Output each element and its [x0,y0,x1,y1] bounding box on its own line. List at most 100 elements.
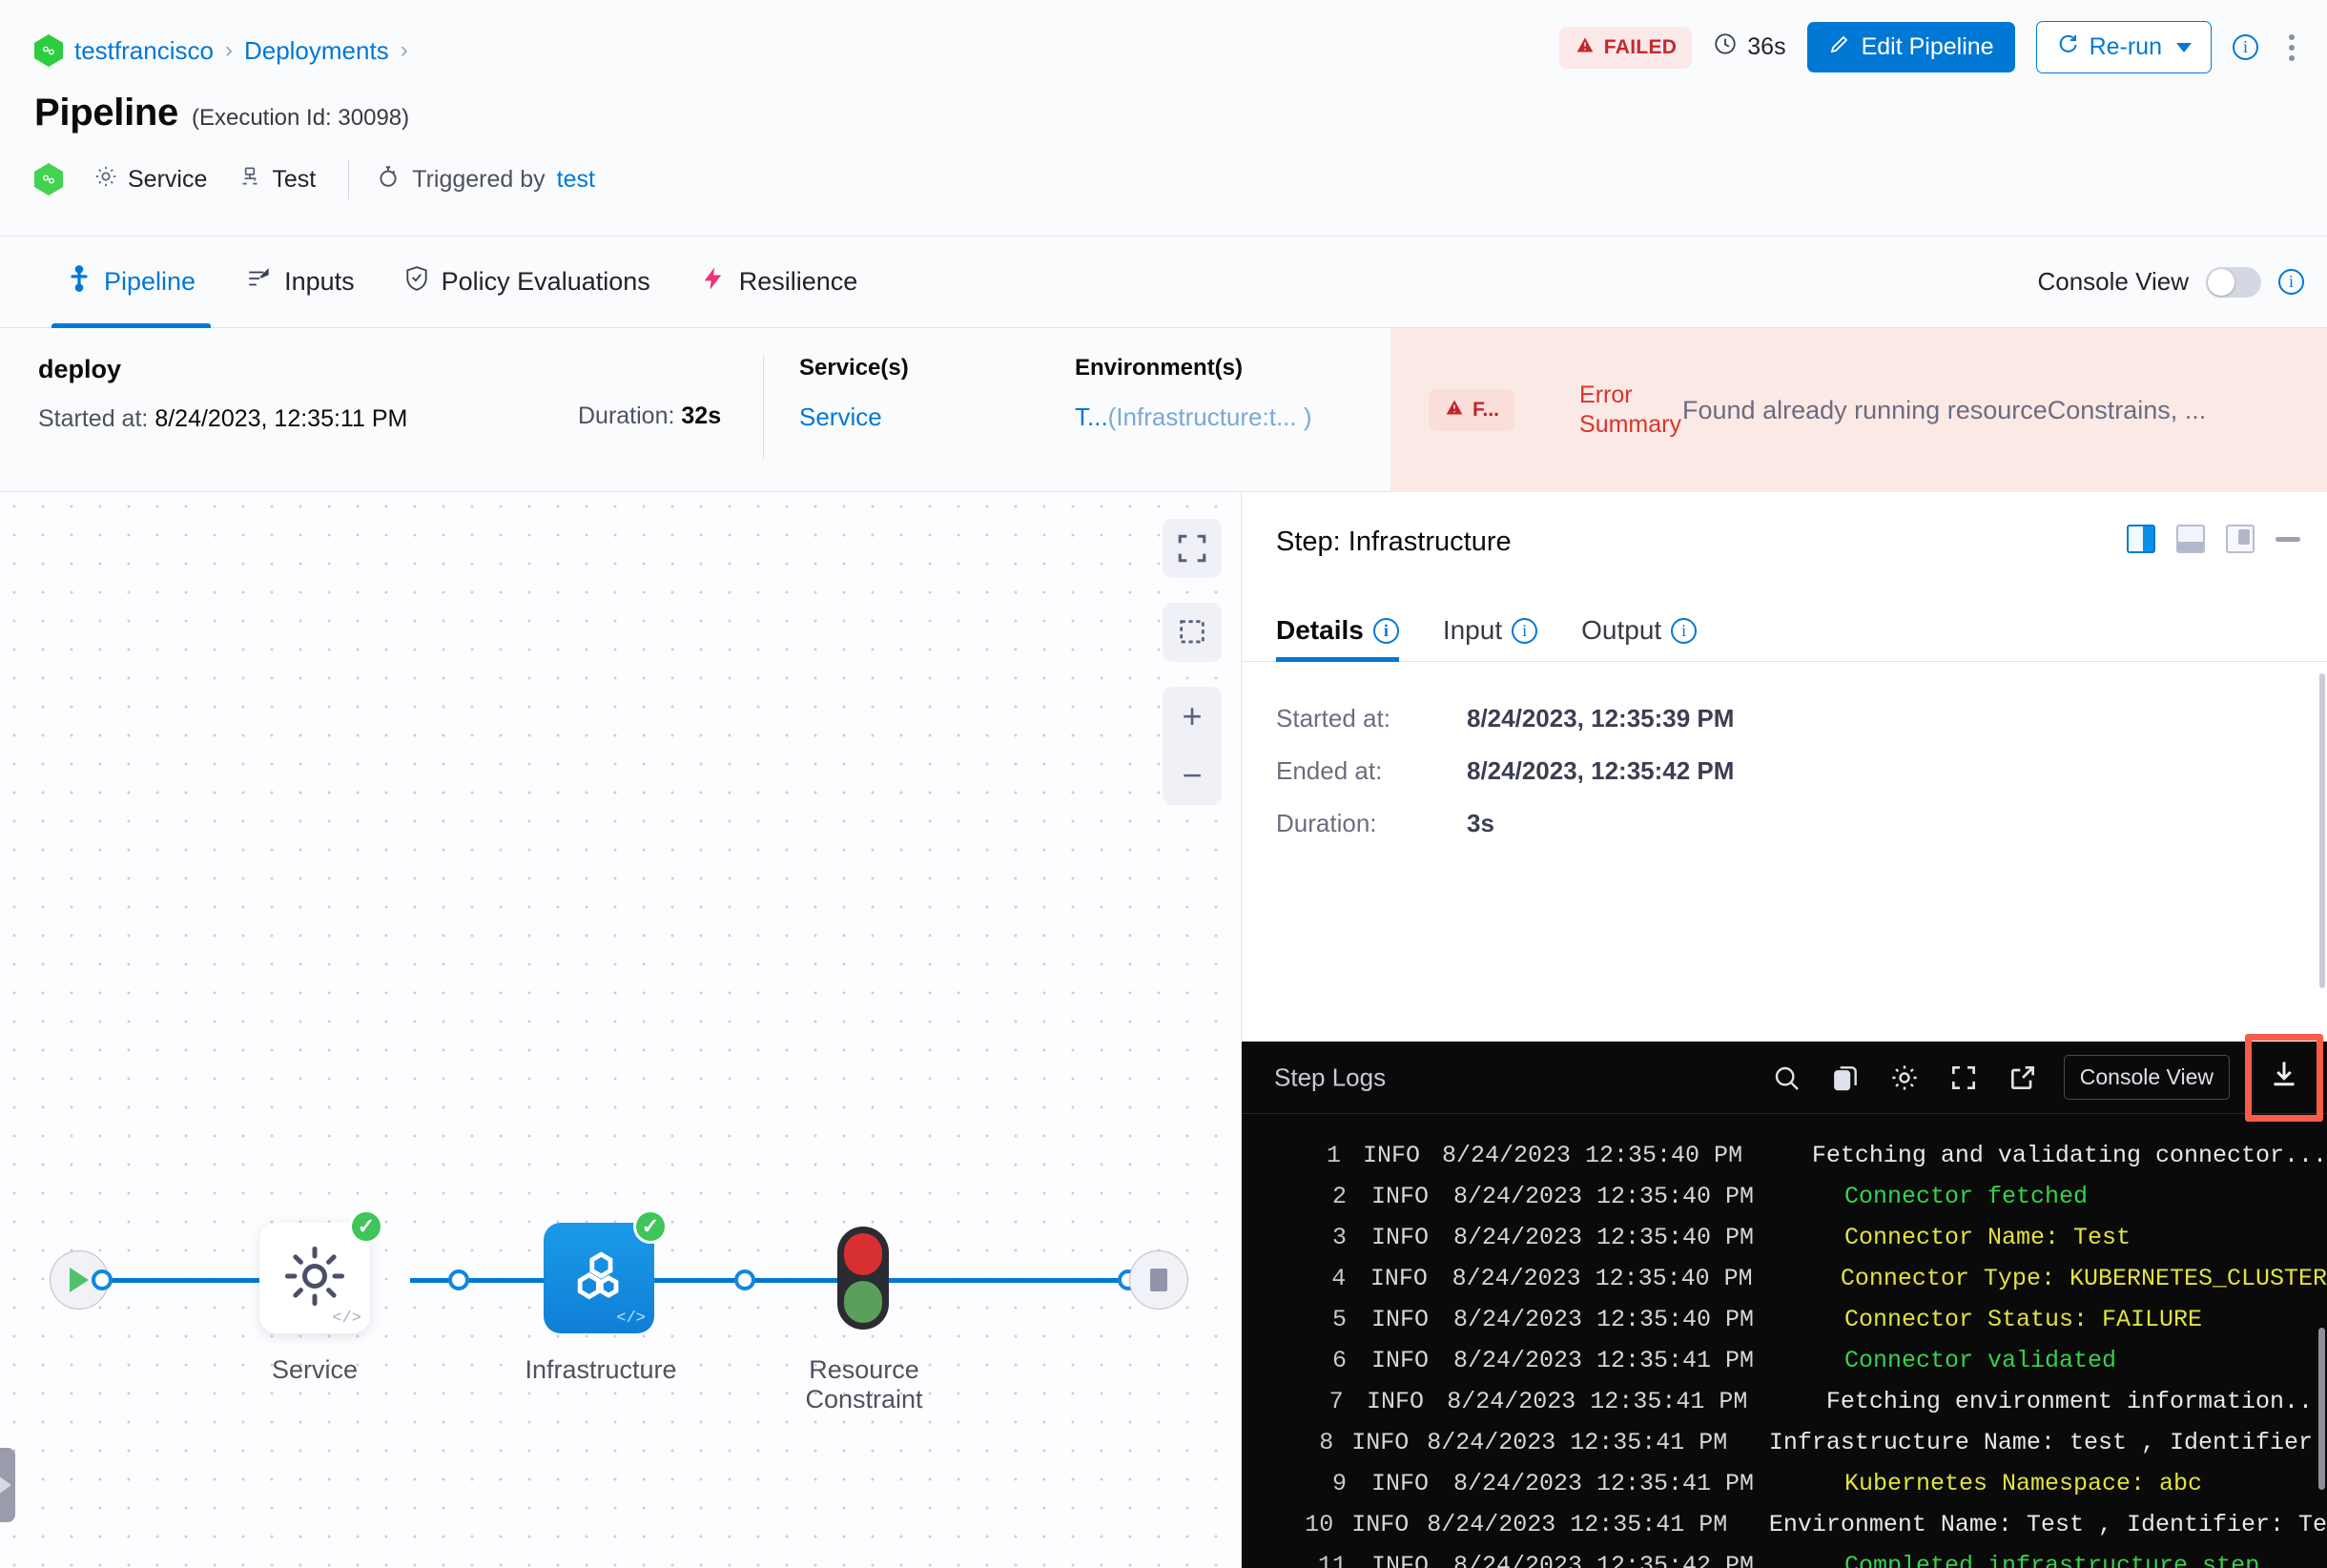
tab-pipeline[interactable]: Pipeline [42,237,220,328]
code-view-icon[interactable]: </> [616,1310,646,1328]
search-icon[interactable] [1768,1060,1804,1096]
graph-node-resource-constraint[interactable] [837,1227,889,1330]
zoom-out-icon[interactable]: − [1182,755,1203,794]
warning-triangle-icon [1444,398,1465,423]
open-external-icon[interactable] [2005,1060,2041,1096]
step-panel-layout-controls [2127,525,2300,553]
detail-started-key: Started at: [1276,704,1390,732]
tab-policy-evaluations[interactable]: Policy Evaluations [380,237,675,328]
fullscreen-icon[interactable] [1946,1060,1982,1096]
layout-right-icon[interactable] [2127,525,2155,553]
left-drawer-expander[interactable] [0,1448,15,1522]
pipeline-graph-canvas[interactable]: </> ✓ Service </> ✓ Infrastructure [0,492,1242,1568]
log-line-number: 11 [1317,1552,1347,1568]
stage-started: Started at: 8/24/2023, 12:35:11 PM [38,405,407,433]
graph-end-node[interactable] [1129,1250,1188,1310]
graph-node-service-label: Service [271,1355,359,1384]
error-summary-label: Error Summary [1579,381,1682,441]
step-panel-scrollbar[interactable] [2319,673,2325,988]
tab-pipeline-label: Pipeline [104,267,196,296]
log-line: 8 INFO 8/24/2023 12:35:41 PM Infrastruct… [1242,1422,2327,1463]
log-line-level: INFO [1370,1183,1429,1210]
stage-environments-value[interactable]: T...(Infrastructure:t... ) [1075,402,1312,432]
detail-ended-value: 8/24/2023, 12:35:42 PM [1467,756,1735,785]
rerun-info-icon[interactable]: i [2233,34,2258,60]
port-start-out [92,1269,113,1290]
output-info-icon[interactable]: i [1671,617,1698,644]
log-line-timestamp: 8/24/2023 12:35:41 PM [1447,1388,1748,1415]
log-line-level: INFO [1369,1265,1428,1292]
log-line-message: Infrastructure Name: test , Identifier: [1768,1429,2327,1456]
connector-service-infra [410,1278,607,1283]
details-info-icon[interactable]: i [1372,617,1399,644]
log-line-level: INFO [1370,1470,1429,1497]
play-icon [70,1268,89,1292]
error-summary-text: Found already running resourceConstrains… [1682,395,2207,424]
step-tab-details[interactable]: Details i [1276,615,1416,662]
console-view-info-icon[interactable]: i [2278,269,2304,295]
layout-bottom-icon[interactable] [2176,525,2205,553]
stop-icon [1150,1269,1167,1291]
log-line-message: Connector fetched [1844,1183,2089,1210]
layout-float-icon[interactable] [2226,525,2255,553]
console-view-switch[interactable] [2206,266,2261,298]
chevron-down-icon[interactable] [2176,42,2192,52]
breadcrumb: testfrancisco › Deployments › [34,34,408,67]
graph-node-infrastructure[interactable]: </> ✓ [544,1209,668,1333]
download-logs-button[interactable] [2245,1033,2323,1122]
log-line-message: Connector Status: FAILURE [1844,1306,2203,1333]
breadcrumb-item-account[interactable]: testfrancisco [74,35,214,65]
zoom-in-icon[interactable]: + [1182,696,1203,735]
tab-inputs[interactable]: Inputs [220,237,380,328]
graph-node-service[interactable]: </> ✓ [259,1209,383,1333]
traffic-light-green [844,1281,882,1323]
logs-console-view-button[interactable]: Console View [2063,1055,2230,1100]
log-line-timestamp: 8/24/2023 12:35:40 PM [1442,1142,1743,1169]
log-lines[interactable]: 1 INFO 8/24/2023 12:35:40 PM Fetching an… [1242,1114,2327,1568]
log-line-level: INFO [1351,1511,1410,1538]
tab-resilience[interactable]: Resilience [675,237,883,328]
detail-duration-key: Duration: [1276,809,1377,837]
error-summary-label-line1: Error [1579,381,1633,408]
re-run-button[interactable]: Re-run [2035,21,2212,73]
log-line: 10 INFO 8/24/2023 12:35:41 PM Environmen… [1242,1504,2327,1545]
log-line-message: Connector Name: Test [1844,1224,2131,1251]
stage-services-value[interactable]: Service [799,402,882,431]
step-tab-input[interactable]: Input i [1443,615,1555,661]
select-area-icon[interactable] [1163,603,1222,662]
minimize-icon[interactable] [2276,536,2300,542]
error-status-chip: F... [1429,389,1515,431]
log-line-timestamp: 8/24/2023 12:35:41 PM [1453,1347,1755,1374]
error-status-chip-label: F... [1472,399,1500,421]
stage-environment-name: T... [1075,402,1108,431]
breadcrumb-item-deployments[interactable]: Deployments [243,35,389,65]
step-logs-title: Step Logs [1274,1063,1387,1091]
code-view-icon[interactable]: </> [332,1310,361,1328]
log-line-number: 1 [1327,1142,1342,1169]
chevron-right-icon [0,1475,11,1495]
meta-service-label: Service [128,165,208,193]
log-line: 3 INFO 8/24/2023 12:35:40 PM Connector N… [1242,1217,2327,1258]
console-view-toggle-group: Console View i [2037,266,2304,298]
error-summary-label-line2: Summary [1579,411,1681,438]
log-scrollbar[interactable] [2318,1328,2325,1490]
error-summary-bar: F... Error Summary Found already running… [1390,328,2327,492]
gear-icon[interactable] [1886,1060,1923,1096]
copy-icon[interactable] [1827,1060,1864,1096]
fit-screen-icon[interactable] [1163,519,1222,578]
log-line-timestamp: 8/24/2023 12:35:40 PM [1453,1224,1755,1251]
triggered-by-user[interactable]: test [556,165,595,193]
log-line-level: INFO [1363,1142,1421,1169]
more-options-button[interactable] [2279,29,2304,67]
meta-service: Service [93,164,207,196]
log-line-number: 8 [1319,1429,1334,1456]
log-line-message: Kubernetes Namespace: abc [1844,1470,2203,1497]
step-tab-output[interactable]: Output i [1581,615,1714,661]
log-line-message: Fetching environment information... [1825,1388,2327,1415]
stage-info: deploy Started at: 8/24/2023, 12:35:11 P… [38,355,407,433]
edit-pipeline-button[interactable]: Edit Pipeline [1806,22,2015,72]
log-line-level: INFO [1370,1347,1429,1374]
log-line-number: 10 [1305,1511,1334,1538]
stage-started-value: 8/24/2023, 12:35:11 PM [154,405,408,432]
input-info-icon[interactable]: i [1512,617,1538,644]
